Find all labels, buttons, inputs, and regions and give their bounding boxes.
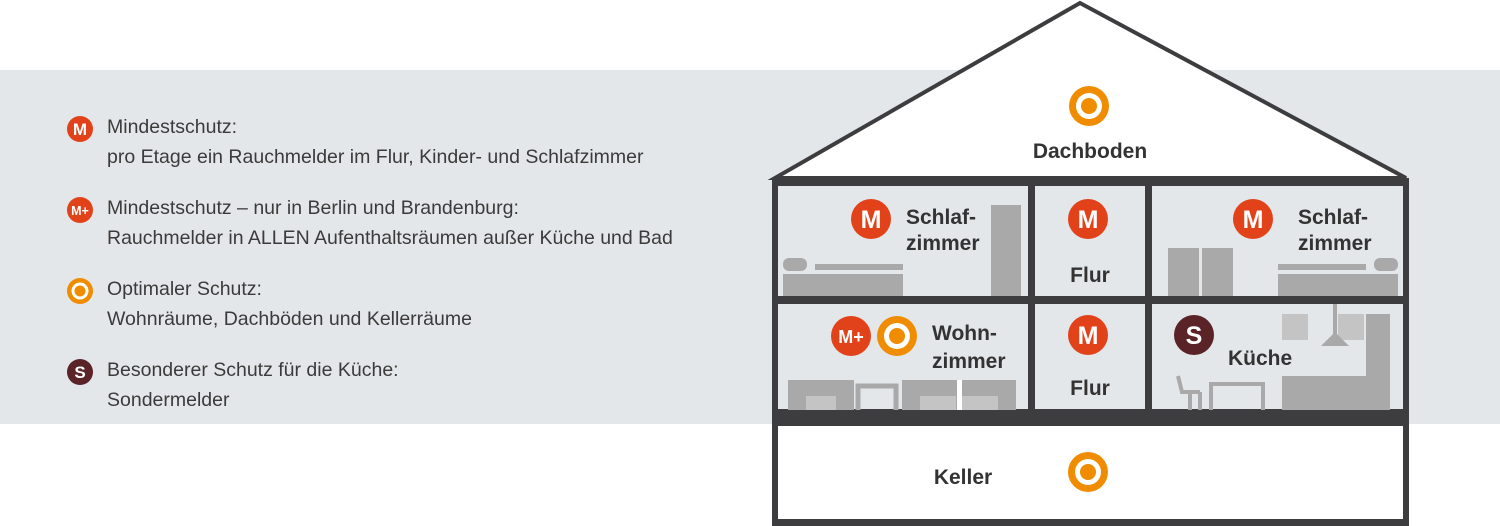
bedroom-right-label-line2: zimmer [1298,232,1372,255]
svg-text:M: M [1078,206,1099,234]
legend-item-kitchen-title: Besonderer Schutz für die Küche: [107,359,399,381]
m-plus-badge-icon: M+ [67,197,93,223]
side-table [855,383,899,410]
svg-text:M: M [1243,206,1264,234]
furniture-bedroom-right [1168,248,1398,296]
legend-item-minimum-berlin-desc: Rauchmelder in ALLEN Aufenthaltsräumen a… [107,227,673,249]
legend-item-kitchen-desc: Sondermelder [107,389,230,411]
hall-upper-label: Flur [1070,264,1110,287]
legend-item-optimal-title: Optimaler Schutz: [107,278,262,300]
legend-item-minimum: M Mindestschutz: pro Etage ein Rauchmeld… [66,112,766,172]
svg-text:M+: M+ [838,327,864,347]
pendant-lamp [1321,332,1349,346]
living-room-m-plus-icon: M+ [831,316,871,356]
svg-text:M: M [73,120,87,139]
bedroom-left-label-line1: Schlaf- [906,206,976,229]
furniture-bedroom-left [783,205,1021,296]
bedroom-left-m-icon: M [851,199,891,239]
hall-lower-m-icon: M [1068,315,1108,355]
svg-text:M+: M+ [71,204,89,218]
legend-item-optimal-desc: Wohnräume, Dachböden und Kellerräume [107,308,472,330]
optimal-ring-badge-icon [67,278,93,304]
kitchen-table [1209,382,1265,410]
hall-upper-m-icon: M [1068,199,1108,239]
legend-item-optimal: Optimaler Schutz: Wohnräume, Dachböden u… [66,274,766,334]
bedroom-left-label-line2: zimmer [906,232,980,255]
living-room-optimal-ring-icon [877,316,917,356]
legend: M Mindestschutz: pro Etage ein Rauchmeld… [66,112,766,436]
m-badge-icon: M [67,116,93,142]
wall-cabinet-2 [1338,314,1364,340]
bedroom-right-label-line1: Schlaf- [1298,206,1368,229]
legend-item-minimum-title: Mindestschutz: [107,116,238,138]
kitchen-counter [1282,376,1372,410]
legend-item-minimum-berlin: M+ Mindestschutz – nur in Berlin und Bra… [66,193,766,253]
svg-text:S: S [74,363,85,382]
hall-lower-label: Flur [1070,377,1110,400]
bed-right [1278,274,1398,296]
furniture-kitchen [1176,304,1390,410]
cellar-label: Keller [934,466,992,489]
blanket-right [1278,264,1366,270]
furniture-living-room [788,380,1016,410]
kitchen-s-icon: S [1174,315,1214,355]
living-room-label-line1: Wohn- [932,322,997,345]
svg-text:M: M [1078,322,1099,350]
wardrobe-left [991,205,1021,296]
legend-item-minimum-berlin-title: Mindestschutz – nur in Berlin und Brande… [107,197,519,219]
legend-item-kitchen: S Besonderer Schutz für die Küche: Sonde… [66,355,766,415]
pillow-right [1374,258,1398,271]
living-room-label-line2: zimmer [932,350,1006,373]
attic-optimal-ring-icon [1069,86,1109,126]
svg-text:S: S [1186,322,1203,350]
wardrobe-door-2 [1202,248,1233,296]
attic-label: Dachboden [1033,140,1147,163]
cellar-optimal-ring-icon [1068,452,1108,492]
s-badge-icon: S [67,359,93,385]
wardrobe-door-1 [1168,248,1199,296]
house-walls [772,178,1409,526]
legend-item-minimum-desc: pro Etage ein Rauchmelder im Flur, Kinde… [107,146,644,168]
wall-cabinet-1 [1282,314,1308,340]
svg-text:M: M [861,206,882,234]
pillow-left [783,258,807,271]
kitchen-chair [1176,375,1202,410]
kitchen-label: Küche [1228,347,1292,370]
blanket-left [815,264,903,270]
bedroom-right-m-icon: M [1233,199,1273,239]
bed-left [783,274,903,296]
